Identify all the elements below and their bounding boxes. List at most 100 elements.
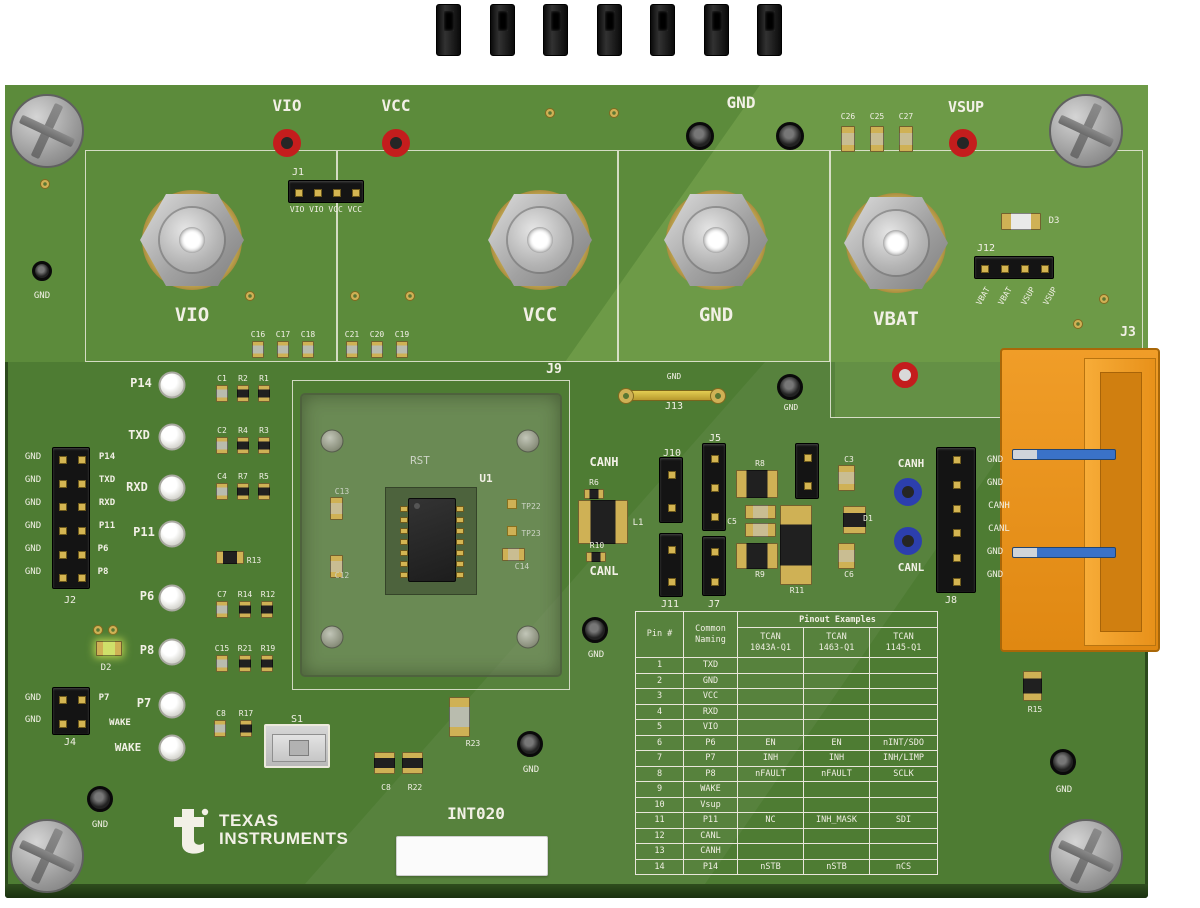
silkscreen-label-gnd: GND — [24, 475, 42, 485]
header-pin — [668, 546, 676, 554]
pinout-cell — [737, 843, 804, 860]
terminal-hole — [703, 227, 729, 253]
silkscreen-label-c17: C17 — [275, 330, 291, 339]
silkscreen-label-r1: R1 — [259, 374, 269, 383]
pinout-cell: nCS — [869, 858, 938, 875]
ic-pin — [400, 517, 408, 523]
header-pin — [77, 574, 86, 583]
ic-u1 — [408, 498, 456, 582]
testpoint-gnd-left-edge — [32, 261, 52, 281]
header-pin — [351, 188, 360, 197]
silkscreen-label-vcc: VCC — [381, 96, 411, 115]
testpoint-gnd-bottom-right — [1050, 749, 1076, 775]
header-pin — [77, 550, 86, 559]
component-c25 — [870, 126, 884, 152]
silkscreen-label-gnd: GND — [24, 567, 42, 577]
silkscreen-label-c15: C15 — [214, 644, 230, 653]
silkscreen-label-gnd: GND — [986, 455, 1004, 465]
header-j11 — [659, 533, 683, 597]
pinout-cell — [737, 688, 804, 705]
solder-pad — [507, 499, 517, 509]
header-pin — [58, 720, 67, 728]
pinout-cell: 5 — [635, 719, 684, 736]
via — [245, 291, 255, 301]
component-c5-a — [745, 505, 776, 519]
component-c18 — [302, 341, 314, 358]
silkscreen-label-gnd: GND — [698, 304, 734, 326]
silkscreen-label-c19: C19 — [394, 330, 410, 339]
silkscreen-label-r15: R15 — [1027, 705, 1043, 714]
pinout-cell: Vsup — [683, 796, 738, 813]
silkscreen-label-gnd: GND — [24, 498, 42, 508]
component-l1 — [578, 500, 628, 544]
silkscreen-label-r4: R4 — [238, 426, 248, 435]
silkscreen-label-rst: RST — [410, 454, 430, 467]
silkscreen-label-vio: VIO — [174, 304, 210, 326]
silkscreen-label-p6: P6 — [139, 589, 155, 603]
testpoint-p11 — [158, 520, 186, 548]
ic-pin — [400, 561, 408, 567]
jumper-shunt-2 — [489, 4, 515, 56]
silkscreen-label-gnd: GND — [24, 452, 42, 462]
component-d3 — [1001, 213, 1041, 230]
header-pin — [953, 553, 961, 562]
component-c20 — [371, 341, 383, 358]
silkscreen-label-vbat: VBAT — [873, 308, 919, 330]
component-d2 — [96, 641, 122, 656]
testpoint-gnd-mid — [777, 374, 803, 400]
corner-screw-3 — [10, 819, 84, 893]
component-r14 — [239, 601, 251, 618]
silkscreen-label-rxd: RXD — [98, 498, 116, 508]
silkscreen-label-txd: TXD — [98, 475, 116, 485]
header-pin — [804, 482, 812, 490]
silkscreen-label-c18: C18 — [300, 330, 316, 339]
component-c3 — [838, 465, 855, 491]
header-pin — [58, 455, 67, 464]
pinout-cell: TXD — [683, 657, 738, 674]
testpoint-gnd-top-left — [686, 122, 714, 150]
component-r7 — [237, 483, 249, 500]
component-c6 — [838, 543, 855, 569]
silkscreen-label-r5: R5 — [259, 472, 269, 481]
header-pin — [1041, 264, 1049, 273]
pinout-cell — [737, 672, 804, 689]
pinout-cell: nINT/SDO — [869, 734, 938, 751]
silkscreen-label-c8: C8 — [216, 709, 226, 718]
pinout-table-title: Pinout Examples — [737, 611, 938, 628]
ic-pin — [456, 506, 464, 512]
silkscreen-label-j3: J3 — [1120, 325, 1136, 340]
header-j5 — [702, 443, 726, 531]
pinout-cell — [869, 827, 938, 844]
silkscreen-label-c2: C2 — [217, 426, 227, 435]
silkscreen-box-vcc-section — [337, 150, 618, 362]
pinout-cell — [803, 703, 870, 720]
connector-j3-cavity — [1100, 372, 1142, 632]
component-r17 — [240, 720, 252, 737]
pinout-cell — [803, 657, 870, 674]
silkscreen-label-c21: C21 — [344, 330, 360, 339]
pinout-cell — [803, 827, 870, 844]
silkscreen-label-c16: C16 — [250, 330, 266, 339]
silkscreen-label-u1: U1 — [479, 472, 493, 485]
silkscreen-label-j5: J5 — [708, 433, 722, 444]
silkscreen-label-c1: C1 — [217, 374, 227, 383]
silkscreen-label-p14: P14 — [130, 376, 152, 390]
silkscreen-label-gnd: GND — [33, 291, 51, 301]
solder-pad — [507, 526, 517, 536]
brand-line1: TEXAS — [219, 810, 279, 830]
connector-j3-pin-canh — [1012, 449, 1116, 460]
pinout-cell — [737, 703, 804, 720]
ic-pin — [456, 561, 464, 567]
silkscreen-box-gnd-section — [618, 150, 830, 362]
silkscreen-label-r7: R7 — [238, 472, 248, 481]
pinout-cell: RXD — [683, 703, 738, 720]
via — [350, 291, 360, 301]
header-pin — [711, 513, 719, 522]
ic-pin — [456, 572, 464, 578]
pinout-cell: P6 — [683, 734, 738, 751]
header-pin — [58, 503, 67, 512]
silkscreen-label-txd: TXD — [128, 428, 150, 442]
